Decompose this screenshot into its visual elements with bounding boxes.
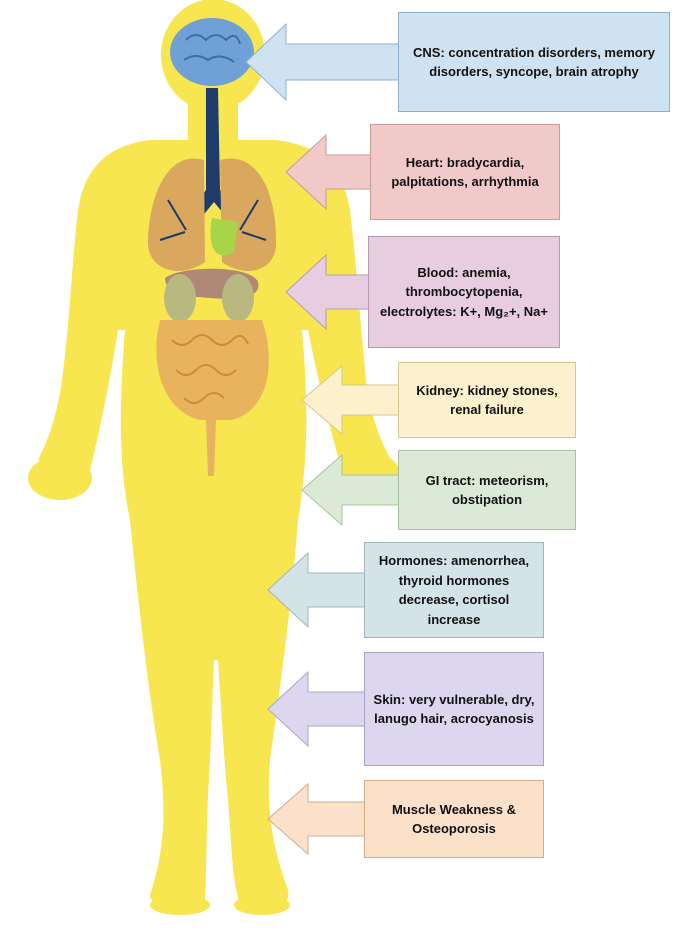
callout-blood-text: Blood: anemia, thrombocytopenia, electro… bbox=[377, 263, 551, 322]
arrow-muscle bbox=[268, 784, 366, 854]
right-foot bbox=[234, 895, 290, 915]
callout-gi-tract: GI tract: meteorism, obstipation bbox=[398, 450, 576, 530]
heart bbox=[210, 218, 238, 255]
callout-skin-text: Skin: very vulnerable, dry, lanugo hair,… bbox=[373, 690, 535, 729]
callout-heart-text: Heart: bradycardia, palpitations, arrhyt… bbox=[379, 153, 551, 192]
callout-kidney: Kidney: kidney stones, renal failure bbox=[398, 362, 576, 438]
callout-heart: Heart: bradycardia, palpitations, arrhyt… bbox=[370, 124, 560, 220]
left-hand bbox=[28, 456, 92, 500]
callout-cns-text: CNS: concentration disorders, memory dis… bbox=[407, 43, 661, 82]
callout-muscle-text: Muscle Weakness & Osteoporosis bbox=[373, 800, 535, 839]
arrow-skin bbox=[268, 672, 366, 746]
torso bbox=[38, 140, 392, 910]
brain bbox=[170, 18, 254, 86]
callout-kidney-text: Kidney: kidney stones, renal failure bbox=[407, 381, 567, 420]
callout-hormones-text: Hormones: amenorrhea, thyroid hormones d… bbox=[373, 551, 535, 629]
callout-gi-tract-text: GI tract: meteorism, obstipation bbox=[407, 471, 567, 510]
left-foot bbox=[150, 895, 210, 915]
callout-hormones: Hormones: amenorrhea, thyroid hormones d… bbox=[364, 542, 544, 638]
arrow-cns bbox=[246, 24, 400, 100]
callout-cns: CNS: concentration disorders, memory dis… bbox=[398, 12, 670, 112]
callout-muscle: Muscle Weakness & Osteoporosis bbox=[364, 780, 544, 858]
callout-skin: Skin: very vulnerable, dry, lanugo hair,… bbox=[364, 652, 544, 766]
callout-blood: Blood: anemia, thrombocytopenia, electro… bbox=[368, 236, 560, 348]
